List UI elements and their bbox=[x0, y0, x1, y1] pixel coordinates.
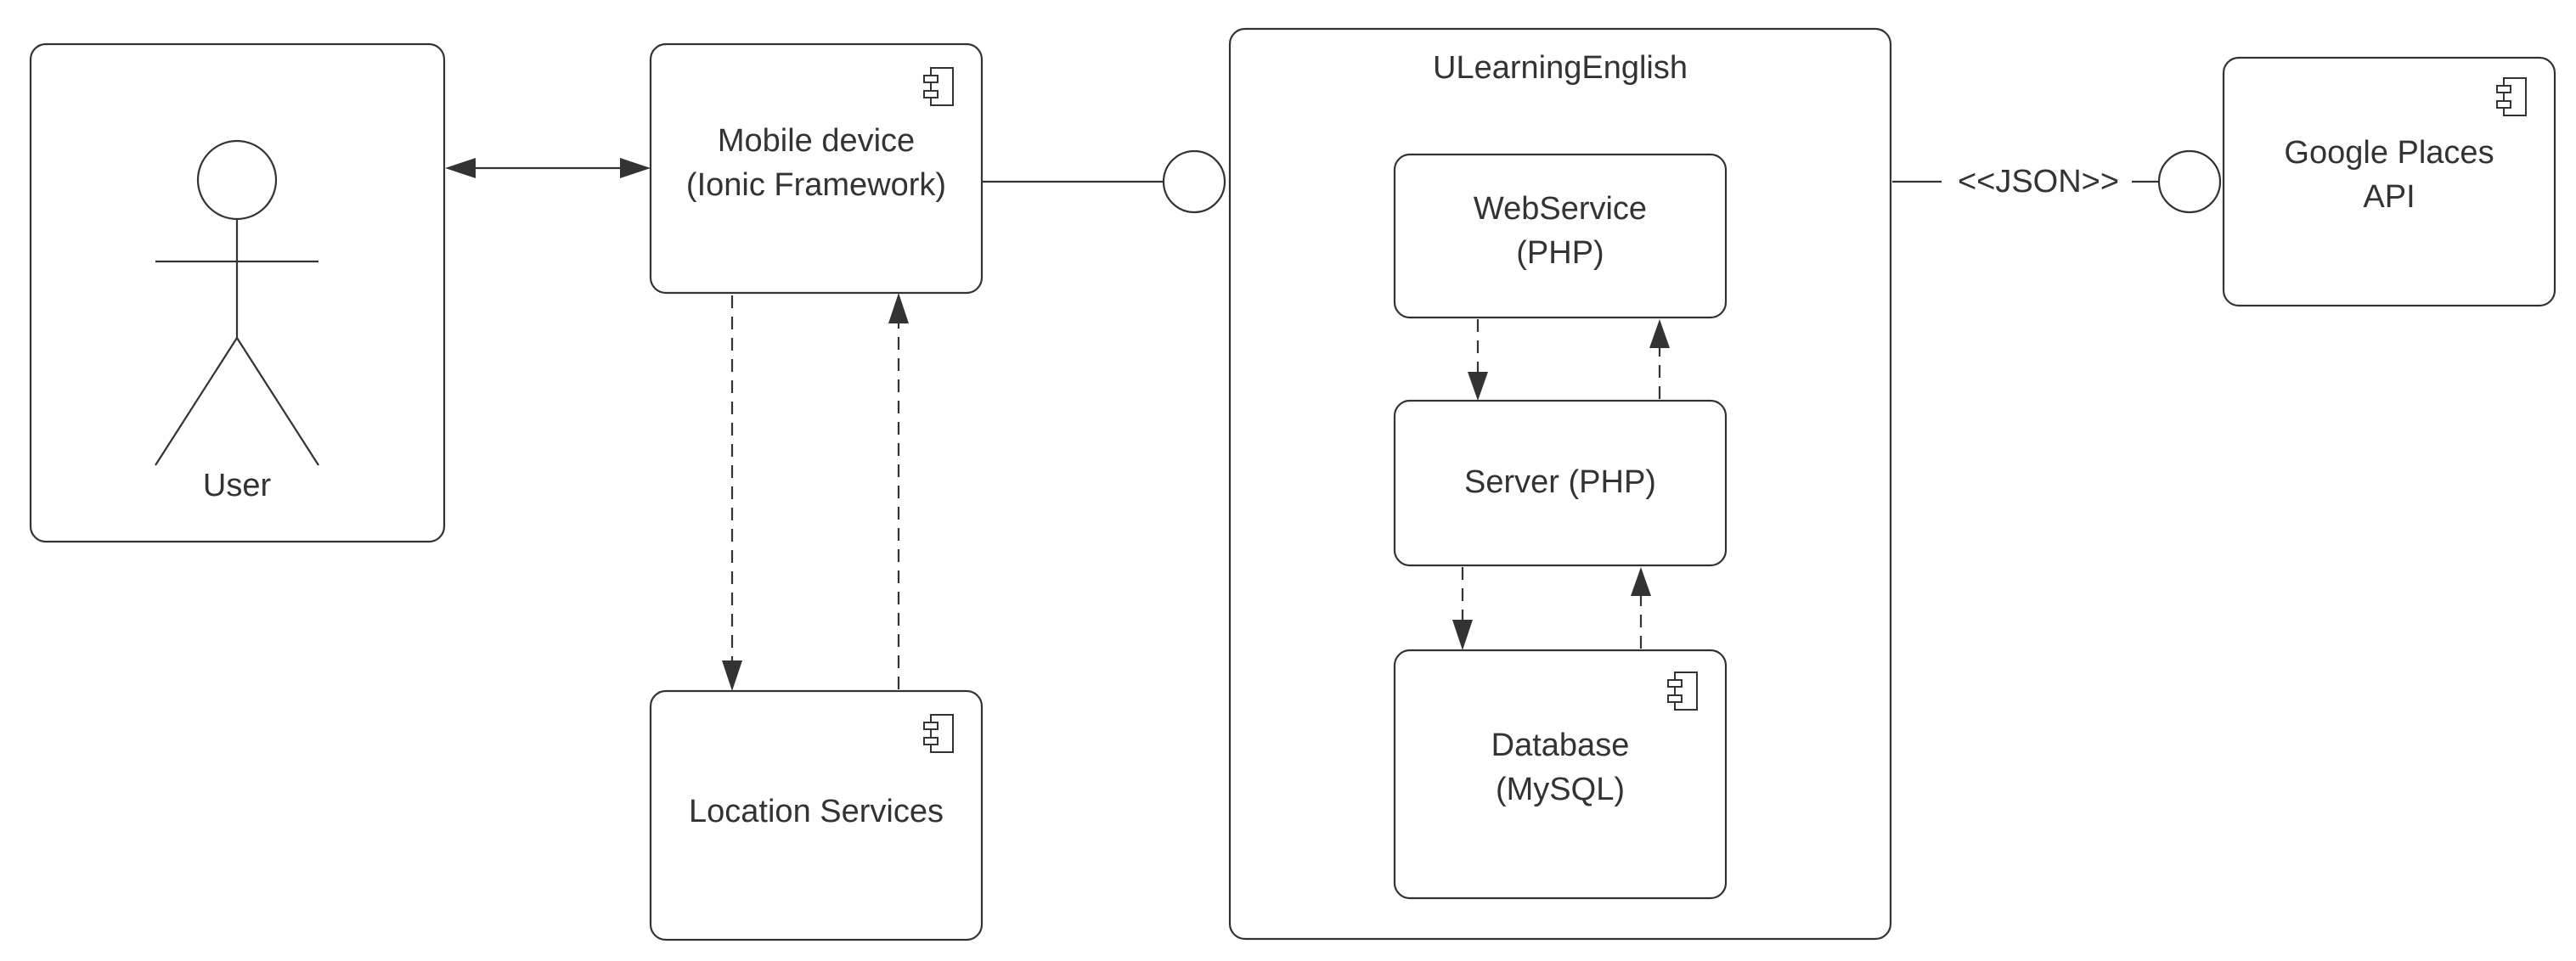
mobile-device-label-line1: Mobile device bbox=[718, 123, 915, 159]
json-label: <<JSON>> bbox=[1958, 164, 2119, 200]
component-icon bbox=[923, 67, 954, 106]
server-to-database-connector bbox=[1452, 567, 1473, 650]
server-node: Server (PHP) bbox=[1393, 399, 1728, 567]
webservice-node: WebService (PHP) bbox=[1393, 153, 1728, 319]
arrowhead-up bbox=[1631, 567, 1651, 596]
arrowhead-right bbox=[620, 158, 651, 178]
ulearning-title: ULearningEnglish bbox=[1433, 50, 1688, 86]
component-icon bbox=[923, 714, 954, 753]
user-mobile-connector bbox=[445, 158, 651, 178]
mobile-device-label-line2: (Ionic Framework) bbox=[686, 167, 946, 203]
arrowhead-down bbox=[1468, 372, 1488, 401]
mobile-ulearning-connector bbox=[982, 149, 1226, 214]
database-to-server-connector bbox=[1631, 567, 1651, 649]
arrowhead-down bbox=[1452, 620, 1473, 650]
google-places-node: Google Places API bbox=[2222, 56, 2556, 307]
database-label-line1: Database bbox=[1491, 728, 1630, 763]
webservice-to-server-connector bbox=[1468, 319, 1488, 401]
component-icon bbox=[2496, 77, 2527, 116]
google-places-label-line1: Google Places bbox=[2284, 135, 2494, 171]
location-services-node: Location Services bbox=[649, 689, 984, 941]
server-to-webservice-connector bbox=[1649, 319, 1670, 399]
mobile-to-location-connector bbox=[722, 295, 742, 691]
mobile-device-node: Mobile device (Ionic Framework) bbox=[649, 42, 984, 295]
json-connector: <<JSON>> bbox=[1892, 149, 2222, 214]
server-label: Server (PHP) bbox=[1464, 464, 1656, 500]
arrowhead-down bbox=[722, 660, 742, 691]
interface-port bbox=[1162, 149, 1226, 214]
database-node: Database (MySQL) bbox=[1393, 649, 1728, 900]
arrowhead-up bbox=[888, 293, 909, 323]
location-services-label: Location Services bbox=[689, 794, 944, 829]
interface-port bbox=[2157, 149, 2222, 214]
user-node: User bbox=[29, 42, 446, 543]
arrowhead-up bbox=[1649, 319, 1670, 348]
user-label: User bbox=[203, 468, 272, 503]
webservice-label-line2: (PHP) bbox=[1516, 235, 1604, 271]
database-label-line2: (MySQL) bbox=[1496, 772, 1625, 807]
location-to-mobile-connector bbox=[888, 293, 909, 689]
google-places-label-line2: API bbox=[2363, 179, 2415, 215]
arrowhead-left bbox=[445, 158, 476, 178]
stick-figure-icon bbox=[155, 139, 319, 466]
component-icon bbox=[1667, 672, 1698, 711]
webservice-label-line1: WebService bbox=[1474, 191, 1647, 227]
